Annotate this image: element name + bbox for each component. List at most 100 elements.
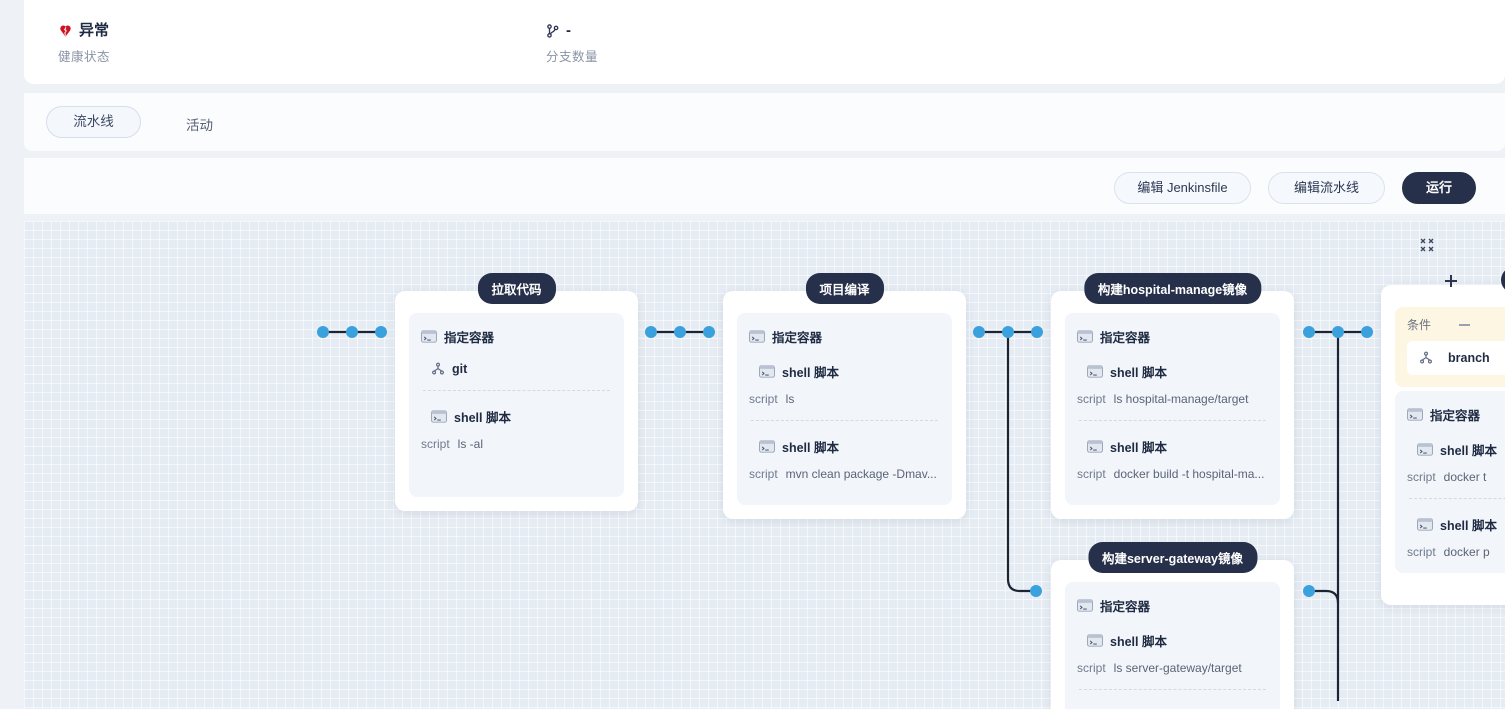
terminal-icon bbox=[1077, 330, 1093, 343]
git-branch-icon bbox=[1419, 351, 1433, 365]
condition-header: 条件 bbox=[1407, 316, 1505, 333]
node-container-label: 指定容器 bbox=[772, 331, 823, 345]
terminal-icon bbox=[1087, 634, 1103, 647]
script-key-label: script bbox=[749, 392, 778, 406]
stat-branch-label: 分支数量 bbox=[546, 50, 599, 64]
stat-health-label: 健康状态 bbox=[58, 50, 111, 64]
run-button[interactable]: 运行 bbox=[1402, 172, 1476, 204]
script-key-label: script bbox=[1407, 545, 1436, 559]
stat-branch-value: - bbox=[566, 22, 571, 39]
terminal-icon bbox=[1077, 599, 1093, 612]
tab-pipeline[interactable]: 流水线 bbox=[46, 106, 141, 138]
script-key-label: script bbox=[749, 467, 778, 481]
action-toolbar bbox=[24, 158, 1505, 214]
step-divider bbox=[1079, 689, 1266, 690]
condition-value: branch bbox=[1448, 351, 1490, 365]
node-step-script: script mvn clean package -Dmav... bbox=[749, 467, 940, 481]
script-value: ls bbox=[785, 392, 795, 406]
script-value: ls -al bbox=[457, 437, 484, 451]
script-value: ls hospital-manage/target bbox=[1113, 392, 1249, 406]
terminal-icon bbox=[1417, 443, 1433, 456]
pipeline-node-pull-code[interactable]: 拉取代码 指定容器 bbox=[395, 273, 638, 511]
script-value: mvn clean package -Dmav... bbox=[785, 467, 937, 481]
terminal-icon bbox=[431, 410, 447, 423]
tabs-bar bbox=[24, 93, 1505, 151]
pipeline-node-build-server-gateway[interactable]: 构建server-gateway镜像 指定容器 bbox=[1051, 542, 1294, 709]
node-panel: 指定容器 git bbox=[409, 313, 624, 497]
step-divider bbox=[423, 390, 610, 391]
node-step-script: script docker p bbox=[1407, 545, 1505, 559]
script-key-label: script bbox=[1407, 470, 1436, 484]
node-title: pu bbox=[1501, 267, 1505, 293]
terminal-icon bbox=[1417, 518, 1433, 531]
node-step-script: script ls bbox=[749, 392, 940, 406]
terminal-icon bbox=[759, 365, 775, 378]
pipeline-node-project-build[interactable]: 项目编译 指定容器 bbox=[723, 273, 966, 519]
stat-health-status: 异常 健康状态 bbox=[58, 22, 110, 65]
node-step-script: script docker t bbox=[1407, 470, 1505, 484]
edit-pipeline-button[interactable]: 编辑流水线 bbox=[1268, 172, 1385, 204]
node-title: 构建hospital-manage镜像 bbox=[1083, 273, 1262, 304]
node-container-row: 指定容器 bbox=[1407, 405, 1505, 424]
node-step-script: script ls -al bbox=[421, 437, 612, 451]
edit-jenkinsfile-button[interactable]: 编辑 Jenkinsfile bbox=[1114, 172, 1251, 204]
terminal-icon bbox=[1087, 440, 1103, 453]
node-step-shell[interactable]: shell 脚本 bbox=[1417, 440, 1505, 459]
pipeline-canvas[interactable]: 拉取代码 指定容器 bbox=[24, 221, 1505, 709]
node-panel: 条件 bbox=[1395, 307, 1505, 591]
node-panel: 指定容器 shell 脚本 script ls bbox=[737, 313, 952, 505]
broken-heart-icon bbox=[58, 24, 73, 39]
fullscreen-collapse-icon[interactable] bbox=[1419, 237, 1435, 253]
node-container-label: 指定容器 bbox=[1430, 409, 1481, 423]
stat-health-value-row: 异常 bbox=[58, 22, 110, 40]
collapse-minus-icon[interactable] bbox=[1459, 323, 1471, 326]
git-branch-icon bbox=[546, 23, 560, 39]
node-step-shell[interactable]: shell 脚本 bbox=[431, 407, 612, 426]
pipeline-connectors bbox=[317, 326, 1373, 701]
node-step-script: script docker build -t hospital-ma... bbox=[1077, 467, 1268, 481]
pipeline-node-build-hospital-manage[interactable]: 构建hospital-manage镜像 指定容器 bbox=[1051, 273, 1294, 519]
terminal-icon bbox=[421, 330, 437, 343]
node-container-row: 指定容器 bbox=[1077, 596, 1268, 615]
condition-value-row[interactable]: branch bbox=[1407, 341, 1505, 375]
node-step-shell[interactable]: shell 脚本 bbox=[1087, 362, 1268, 381]
node-title: 拉取代码 bbox=[477, 273, 556, 304]
stat-branch-count: - 分支数量 bbox=[546, 22, 598, 65]
node-step-shell[interactable]: shell 脚本 bbox=[759, 437, 940, 456]
script-key-label: script bbox=[1077, 392, 1106, 406]
node-step-title: shell 脚本 bbox=[1110, 441, 1167, 455]
node-step-shell[interactable]: shell 脚本 bbox=[1087, 437, 1268, 456]
script-value: docker t bbox=[1443, 470, 1487, 484]
script-value: docker p bbox=[1443, 545, 1490, 559]
node-step-shell[interactable]: shell 脚本 bbox=[1417, 515, 1505, 534]
pipeline-node-push-image[interactable]: pu 条件 bbox=[1381, 267, 1505, 605]
node-container-row: 指定容器 bbox=[749, 327, 940, 346]
node-steps-panel: 指定容器 shell 脚本 bbox=[1395, 391, 1505, 573]
script-value: docker build -t hospital-ma... bbox=[1113, 467, 1265, 481]
node-step-title: shell 脚本 bbox=[1110, 366, 1167, 380]
node-step-shell[interactable]: shell 脚本 bbox=[759, 362, 940, 381]
node-step-title: shell 脚本 bbox=[1440, 519, 1497, 533]
terminal-icon bbox=[759, 440, 775, 453]
tab-activity[interactable]: 活动 bbox=[186, 118, 213, 133]
terminal-icon bbox=[1087, 365, 1103, 378]
node-step-script: script ls hospital-manage/target bbox=[1077, 392, 1268, 406]
script-key-label: script bbox=[1077, 661, 1106, 675]
git-branch-icon bbox=[431, 362, 445, 376]
plus-icon[interactable] bbox=[1443, 273, 1459, 289]
node-step-shell[interactable]: shell 脚本 bbox=[1087, 631, 1268, 650]
step-divider bbox=[751, 420, 938, 421]
node-container-row: 指定容器 bbox=[421, 327, 612, 346]
node-title: 构建server-gateway镜像 bbox=[1087, 542, 1258, 573]
script-key-label: script bbox=[421, 437, 450, 451]
script-key-label: script bbox=[1077, 467, 1106, 481]
stat-branch-value-row: - bbox=[546, 22, 598, 40]
node-step-git[interactable]: git bbox=[431, 362, 612, 376]
node-step-title: shell 脚本 bbox=[1440, 444, 1497, 458]
terminal-icon bbox=[1407, 408, 1423, 421]
node-step-title: shell 脚本 bbox=[782, 441, 839, 455]
